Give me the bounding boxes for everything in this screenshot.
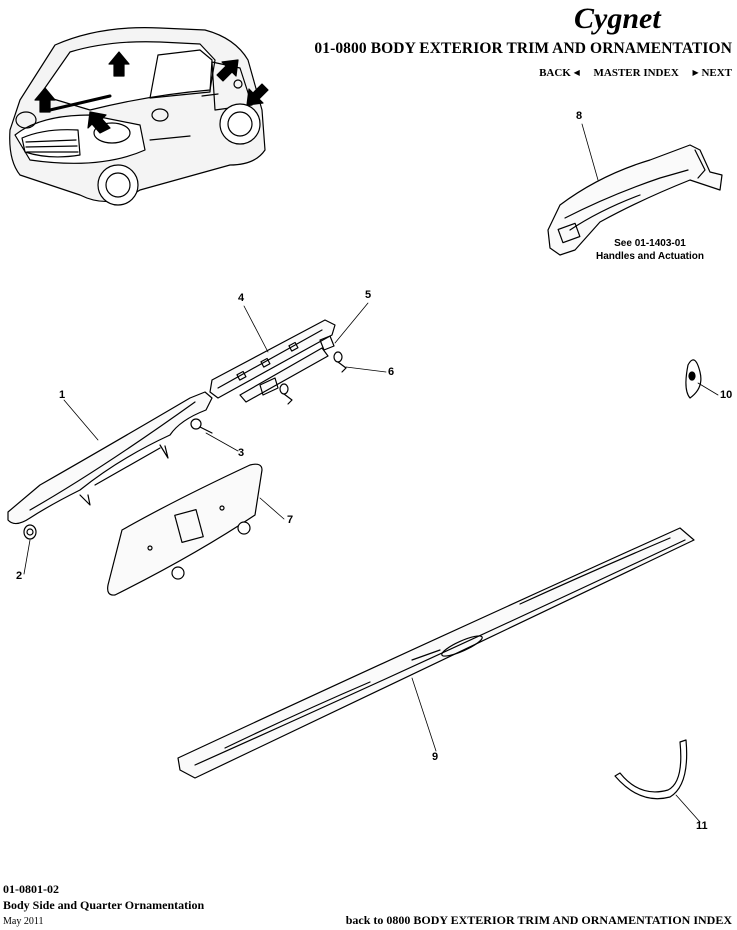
reference-title: Handles and Actuation xyxy=(596,251,704,262)
back-to-index-link[interactable]: back to 0800 BODY EXTERIOR TRIM AND ORNA… xyxy=(345,913,732,927)
callout-9: 9 xyxy=(432,751,439,763)
callout-11: 11 xyxy=(696,820,708,832)
part-9-sill-plate xyxy=(177,527,695,779)
section-code: 01-0801-02 xyxy=(3,882,59,896)
part-8-door-handle xyxy=(547,144,723,256)
leader-lines xyxy=(23,123,719,823)
callout-5: 5 xyxy=(365,289,372,301)
part-7-panel xyxy=(107,463,263,596)
cygnet-logo: Cygnet xyxy=(574,2,662,35)
reference-code: See 01-1403-01 xyxy=(614,238,686,249)
callout-2: 2 xyxy=(16,570,23,582)
callout-7: 7 xyxy=(287,514,294,526)
callout-3: 3 xyxy=(238,447,245,459)
back-link[interactable]: BACK ◀ xyxy=(539,67,580,79)
callout-1: 1 xyxy=(59,389,66,401)
triangle-right-icon: ▶ xyxy=(692,68,699,77)
part-3-screw xyxy=(190,418,213,434)
car-illustration xyxy=(9,27,269,206)
part-5-clip-bracket xyxy=(239,335,335,403)
callout-8: 8 xyxy=(576,110,583,122)
callout-10: 10 xyxy=(720,389,733,401)
reference-note: See 01-1403-01 Handles and Actuation xyxy=(560,237,737,263)
navigation-bar: BACK ◀ MASTER INDEX ▶ NEXT xyxy=(539,67,732,79)
publication-date: May 2011 xyxy=(3,916,44,927)
callout-4: 4 xyxy=(238,292,245,304)
part-4-trim-strip xyxy=(209,319,336,399)
section-description: Body Side and Quarter Ornamentation xyxy=(3,898,205,912)
master-index-link[interactable]: MASTER INDEX xyxy=(593,67,679,79)
next-link[interactable]: ▶ NEXT xyxy=(692,67,732,79)
part-11-arc-trim xyxy=(614,739,688,800)
part-2-grommet xyxy=(23,524,37,540)
part-6-fastener xyxy=(279,351,347,405)
part-1-side-trim xyxy=(7,391,213,525)
panel-grommets xyxy=(171,521,251,580)
logo-text: Cygnet xyxy=(574,2,662,35)
triangle-left-icon: ◀ xyxy=(573,68,580,77)
callout-6: 6 xyxy=(388,366,395,378)
part-10-badge xyxy=(685,359,702,399)
page-title: 01-0800 BODY EXTERIOR TRIM AND ORNAMENTA… xyxy=(314,40,732,57)
